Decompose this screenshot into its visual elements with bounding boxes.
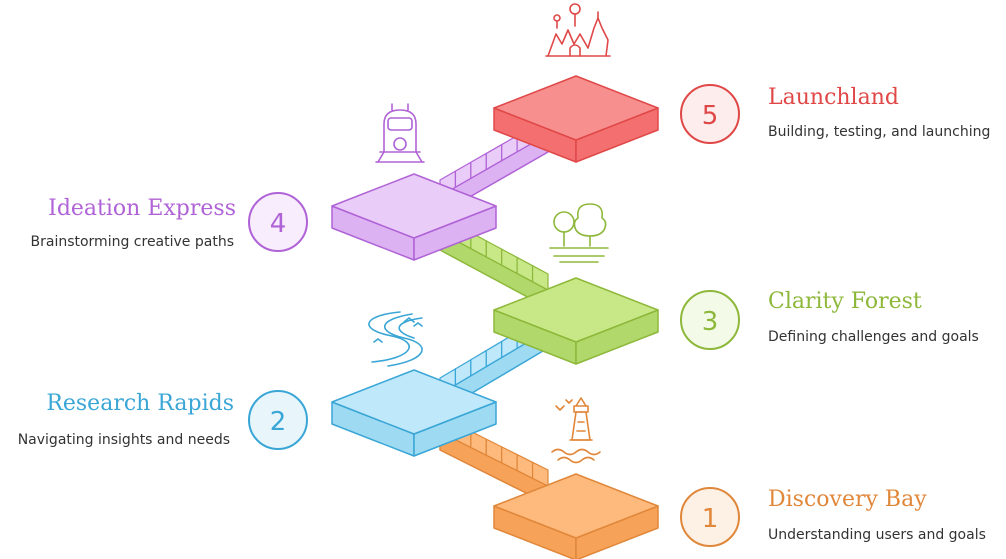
platform-top — [331, 369, 497, 435]
platform-top — [331, 173, 497, 239]
number-badge-4: 4 — [248, 192, 308, 252]
stage-description-4: Brainstorming creative paths — [30, 234, 235, 250]
platform-top — [493, 75, 659, 141]
badge-number: 1 — [702, 504, 719, 534]
number-badge-2: 2 — [248, 390, 308, 450]
number-badge-5: 5 — [680, 84, 740, 144]
platform-stage-3 — [493, 277, 659, 365]
stage-title-4: Ideation Express — [48, 196, 236, 221]
platform-stage-1 — [493, 473, 659, 559]
stage-title-3: Clarity Forest — [768, 289, 922, 314]
stage-title-5: Launchland — [768, 85, 899, 110]
badge-number: 5 — [702, 101, 719, 131]
stage-description-5: Building, testing, and launching — [768, 124, 991, 140]
stage-description-3: Defining challenges and goals — [768, 329, 979, 345]
platform-stage-4 — [331, 173, 497, 261]
castle-balloon-icon — [545, 3, 611, 57]
badge-number: 4 — [270, 209, 287, 239]
stage-title-1: Discovery Bay — [768, 487, 927, 512]
badge-number: 2 — [270, 407, 287, 437]
trees-icon — [549, 203, 609, 263]
badge-number: 3 — [702, 307, 719, 337]
platform-top — [493, 473, 659, 539]
platform-stage-2 — [331, 369, 497, 457]
stair-step — [531, 265, 549, 291]
stage-description-2: Navigating insights and needs — [17, 432, 230, 448]
stage-description-1: Understanding users and goals — [768, 527, 986, 543]
train-icon — [375, 103, 425, 163]
stage-title-2: Research Rapids — [46, 391, 234, 416]
river-icon — [368, 311, 423, 367]
number-badge-3: 3 — [680, 290, 740, 350]
number-badge-1: 1 — [680, 487, 740, 547]
stair-step — [531, 461, 549, 487]
lighthouse-icon — [551, 397, 601, 464]
platform-stage-5 — [493, 75, 659, 163]
platform-top — [493, 277, 659, 343]
